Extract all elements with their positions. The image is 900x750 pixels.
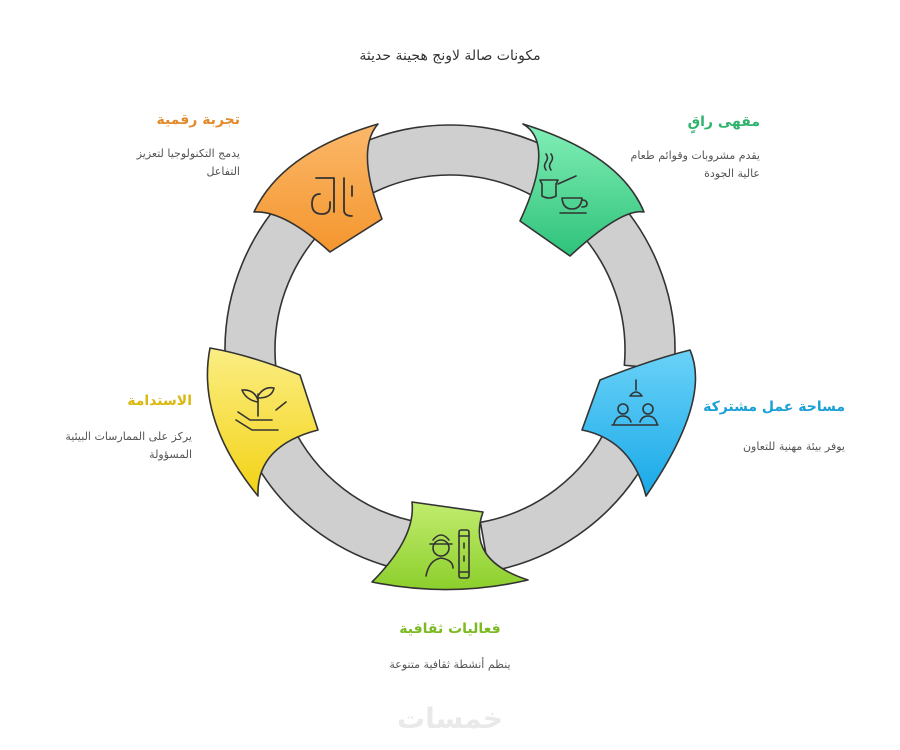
label-cafe: مقهى راقٍ يقدم مشروبات وقوائم طعام عالية…: [620, 113, 760, 183]
label-culture-description: ينظم أنشطة ثقافية متنوعة: [389, 658, 511, 671]
segment-coworking: [581, 349, 697, 497]
label-sustain-description: يركز على الممارسات البيئية المسؤولة: [65, 430, 192, 461]
label-sustain-heading: الاستدامة: [127, 393, 192, 409]
segment-digital: [253, 123, 383, 253]
label-culture-heading: فعاليات ثقافية: [399, 621, 501, 637]
label-sustain: الاستدامة يركز على الممارسات البيئية الم…: [52, 392, 192, 464]
ring-arc-top: [343, 124, 557, 197]
page-title: مكونات صالة لاونج هجينة حديثة: [359, 48, 541, 64]
label-cafe-heading: مقهى راقٍ: [687, 114, 760, 130]
segment-sustain: [206, 347, 319, 497]
ring-connectors: [224, 124, 676, 573]
label-coworking-heading: مساحة عمل مشتركة: [703, 399, 845, 415]
label-coworking-description: يوفر بيئة مهنية للتعاون: [742, 440, 845, 453]
coworking-desk-lamp-icon: [611, 379, 659, 426]
label-coworking: مساحة عمل مشتركة يوفر بيئة مهنية للتعاون: [700, 398, 845, 456]
label-culture: فعاليات ثقافية ينظم أنشطة ثقافية متنوعة: [380, 620, 520, 674]
label-digital-description: يدمج التكنولوجيا لتعزيز التفاعل: [136, 147, 240, 178]
segment-culture: [371, 501, 529, 591]
watermark-logo: خمسات: [396, 702, 504, 735]
segment-cafe: [519, 123, 645, 257]
label-cafe-description: يقدم مشروبات وقوائم طعام عالية الجودة: [630, 149, 760, 180]
performer-with-scroll-icon: [425, 529, 470, 579]
label-digital-heading: تجربة رقمية: [156, 112, 241, 128]
label-digital: تجربة رقمية يدمج التكنولوجيا لتعزيز التف…: [100, 111, 240, 181]
coffee-pot-and-cup-icon: [539, 153, 588, 214]
ring-segments: [206, 123, 697, 591]
digital-interface-icon: [311, 177, 353, 217]
hand-with-sprout-icon: [235, 386, 287, 431]
